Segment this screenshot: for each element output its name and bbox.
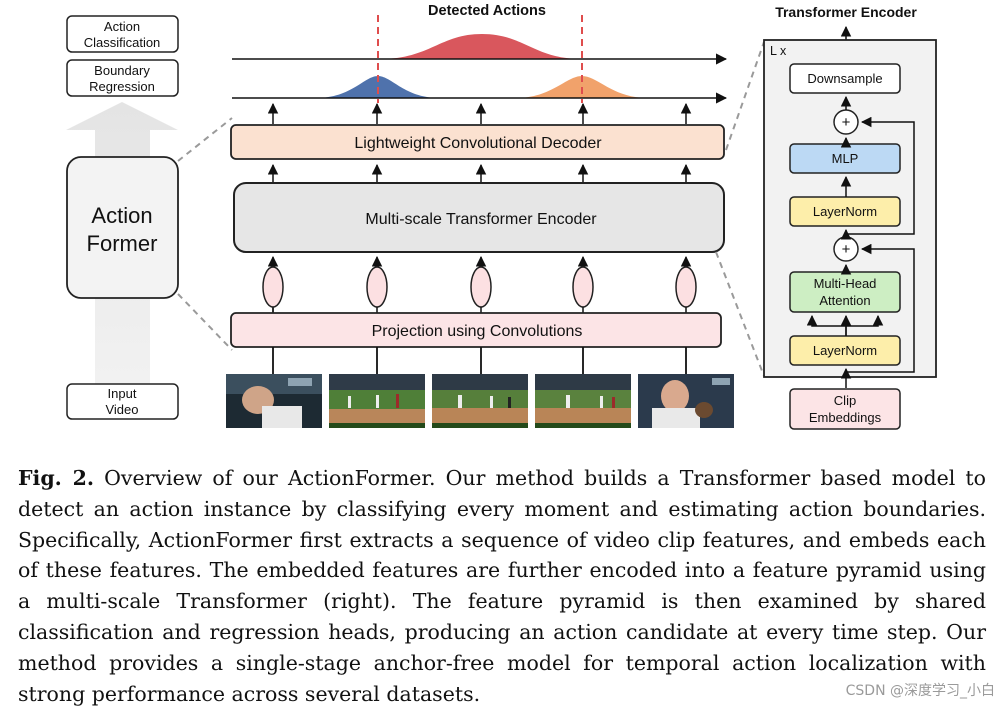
clip-embeddings-label-line1: Clip bbox=[834, 393, 856, 408]
downsample-label: Downsample bbox=[807, 71, 882, 86]
embedding-token-3 bbox=[470, 266, 492, 308]
action-classification-box: Action Classification bbox=[66, 15, 179, 53]
action-classification-label-line2: Classification bbox=[84, 35, 161, 50]
encoder-output-arrows bbox=[267, 163, 692, 182]
decoder-label: Lightweight Convolutional Decoder bbox=[354, 135, 602, 152]
repeat-label: L x bbox=[770, 44, 787, 58]
clip-embeddings-box: Clip Embeddings bbox=[789, 388, 901, 430]
input-video-label-line2: Video bbox=[105, 402, 138, 417]
embedding-token-4 bbox=[572, 266, 594, 308]
transformer-encoder-title: Transformer Encoder bbox=[775, 4, 917, 20]
detail-connector-bottom bbox=[715, 251, 765, 377]
video-frame-3 bbox=[432, 374, 528, 428]
decoder-output-arrows bbox=[267, 102, 692, 124]
figure-caption: Fig. 2. Overview of our ActionFormer. Ou… bbox=[18, 463, 986, 709]
input-video-box: Input Video bbox=[66, 383, 179, 420]
zoom-connector-top bbox=[177, 117, 233, 162]
zoom-connector-bottom bbox=[177, 293, 233, 351]
embedding-token-2 bbox=[366, 266, 388, 308]
layernorm-top-box: LayerNorm bbox=[789, 196, 901, 227]
embedding-token-1 bbox=[262, 266, 284, 308]
actionformer-diagram: Action Classification Boundary Regressio… bbox=[66, 3, 937, 430]
projection-label: Projection using Convolutions bbox=[372, 323, 583, 340]
detected-actions-title: Detected Actions bbox=[428, 3, 546, 19]
action-classification-label-line1: Action bbox=[104, 19, 140, 34]
red-action-peak bbox=[380, 34, 582, 59]
mlp-box: MLP bbox=[789, 143, 901, 174]
projection-box: Projection using Convolutions bbox=[230, 312, 722, 348]
detail-connector-top bbox=[725, 41, 765, 151]
multiscale-encoder-box: Multi-scale Transformer Encoder bbox=[233, 182, 725, 253]
csdn-watermark: CSDN @深度学习_小白 bbox=[842, 679, 998, 701]
attention-label-line2: Attention bbox=[819, 293, 870, 308]
action-former-label-line2: Former bbox=[87, 231, 158, 256]
video-frame-5 bbox=[638, 374, 734, 428]
encoder-flow-arrows bbox=[806, 95, 915, 388]
caption-label: Fig. 2. bbox=[18, 466, 94, 490]
video-frame-4 bbox=[535, 374, 631, 428]
layernorm-top-label: LayerNorm bbox=[813, 204, 877, 219]
boundary-regression-label-line1: Boundary bbox=[94, 63, 150, 78]
encoder-label: Multi-scale Transformer Encoder bbox=[365, 211, 597, 228]
frame-input-lines bbox=[272, 347, 687, 374]
residual-add-top: + bbox=[833, 109, 859, 135]
residual-add-bottom-symbol: + bbox=[842, 241, 851, 258]
layernorm-bottom-box: LayerNorm bbox=[789, 335, 901, 366]
multihead-attention-box: Multi-Head Attention bbox=[789, 271, 901, 313]
embedding-tokens bbox=[262, 255, 697, 313]
boundary-regression-box: Boundary Regression bbox=[66, 59, 179, 97]
action-former-label-line1: Action bbox=[91, 203, 152, 228]
action-former-box: Action Former bbox=[66, 156, 179, 299]
mlp-label: MLP bbox=[832, 151, 859, 166]
video-frame-2 bbox=[329, 374, 425, 428]
video-frame-1 bbox=[226, 374, 322, 428]
residual-add-bottom: + bbox=[833, 236, 859, 262]
downsample-box: Downsample bbox=[789, 63, 901, 94]
input-video-label-line1: Input bbox=[108, 386, 137, 401]
boundary-regression-label-line2: Regression bbox=[89, 79, 155, 94]
clip-embeddings-label-line2: Embeddings bbox=[809, 410, 882, 425]
caption-text: Overview of our ActionFormer. Our method… bbox=[18, 466, 986, 706]
lightweight-decoder-box: Lightweight Convolutional Decoder bbox=[230, 124, 725, 160]
embedding-token-5 bbox=[675, 266, 697, 308]
attention-label-line1: Multi-Head bbox=[814, 276, 877, 291]
layernorm-bottom-label: LayerNorm bbox=[813, 343, 877, 358]
residual-add-top-symbol: + bbox=[842, 114, 851, 131]
